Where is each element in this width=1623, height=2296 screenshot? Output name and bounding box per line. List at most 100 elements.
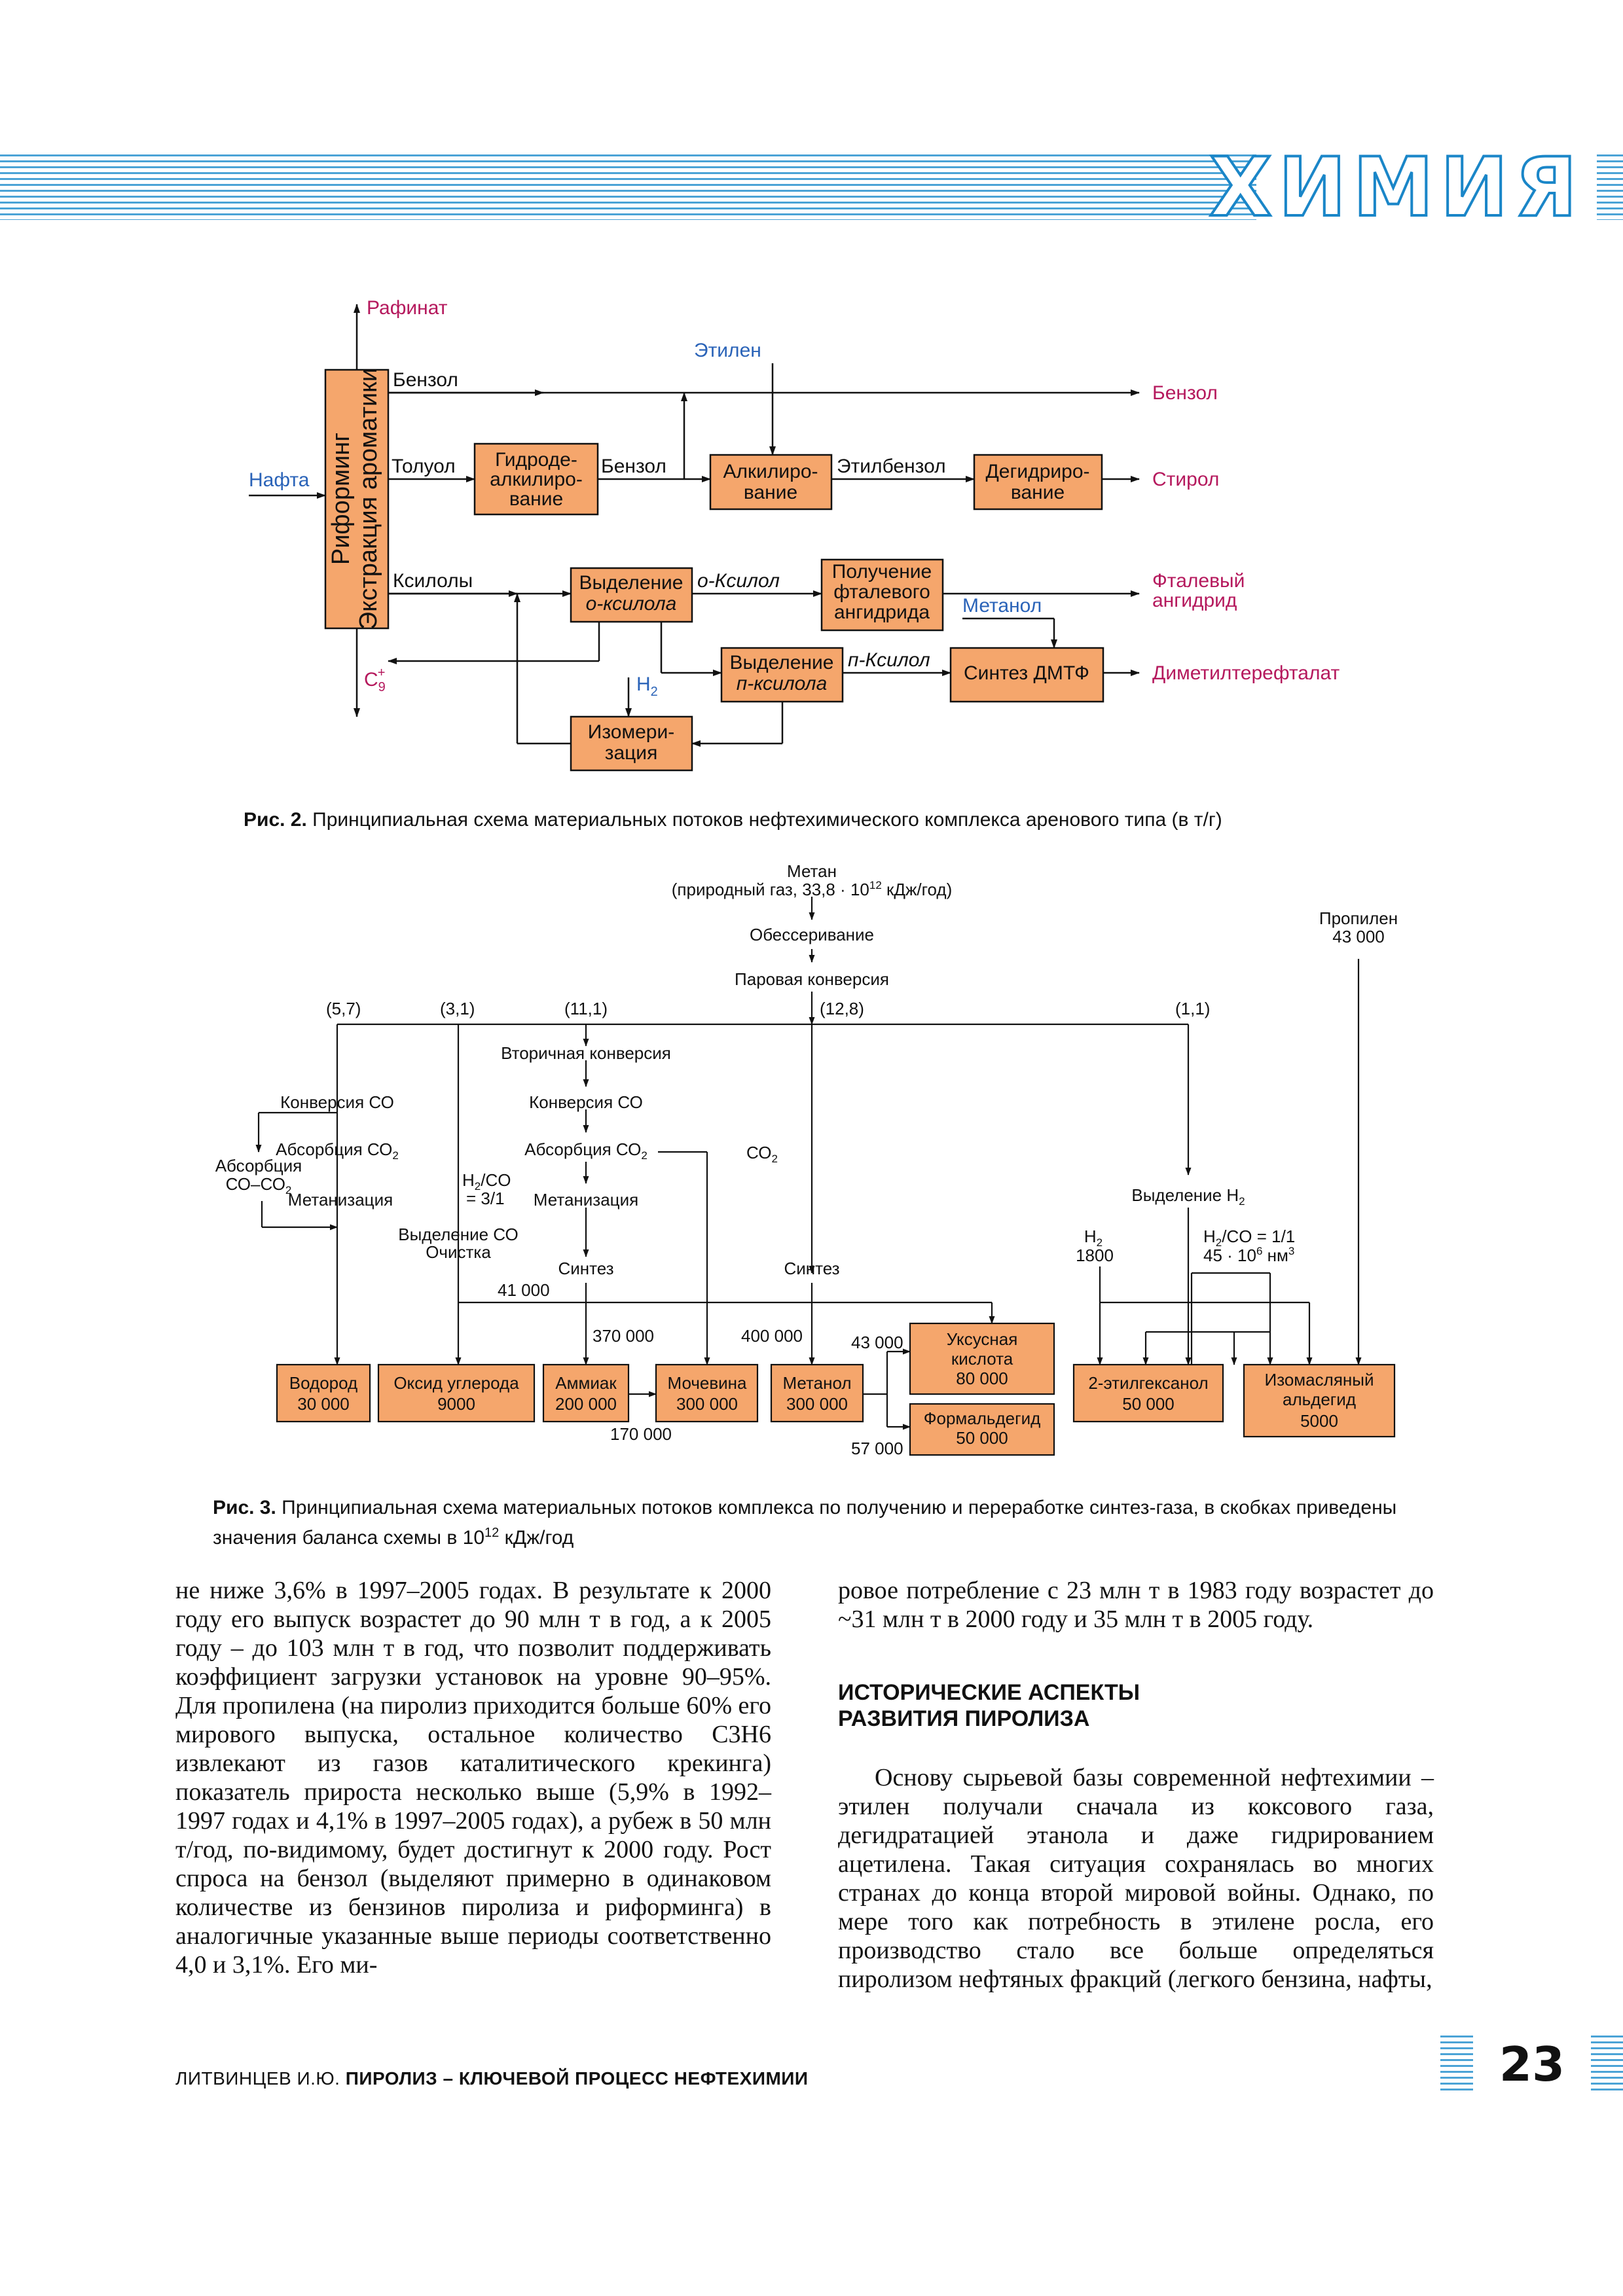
hydrogen-name: Водород — [289, 1373, 357, 1393]
co-conversion-left: Конверсия СО — [280, 1092, 394, 1112]
right-column: ровое потребление с 23 млн т в 1983 году… — [838, 1576, 1434, 1994]
figure-2-caption: Рис. 2. Принципиальная схема материальны… — [244, 808, 1422, 833]
header-title-backdrop — [1256, 154, 1597, 220]
h2-flow-label: H2 — [1084, 1227, 1103, 1249]
pxylene-sep-line2: п-ксилола — [737, 673, 828, 694]
flow-41000: 41 000 — [498, 1280, 550, 1300]
right-column-paragraph-2: Основу сырьевой базы современной нефтехи… — [838, 1764, 1434, 1993]
acetic-acid-value: 80 000 — [956, 1369, 1008, 1388]
ammonia-name: Аммиак — [555, 1373, 617, 1393]
ammonia-value: 200 000 — [555, 1394, 617, 1414]
hydrodealk-line1: Гидроде- — [495, 449, 577, 471]
methanation-middle: Метанизация — [534, 1190, 638, 1210]
isobutyraldehyde-name-2: альдегид — [1283, 1390, 1356, 1409]
pxylene-label: п-Ксилол — [848, 649, 930, 671]
benzene-output-label: Бензол — [1152, 382, 1218, 404]
footer-title: ПИРОЛИЗ – КЛЮЧЕВОЙ ПРОЦЕСС НЕФТЕХИМИИ — [345, 2068, 809, 2089]
h2-flow-value: 1800 — [1076, 1246, 1114, 1265]
h2co-3-line1: H2/CO — [462, 1170, 511, 1193]
ammonia-box — [542, 1363, 630, 1423]
balance-5: (1,1) — [1175, 999, 1210, 1018]
dmt-output-label: Диметилтерефталат — [1152, 662, 1340, 684]
balance-4: (12,8) — [820, 999, 864, 1018]
figure-3-diagram: Метан (природный газ, 33,8 · 1012 кДж/го… — [215, 861, 1398, 1458]
toluene-label: Толуол — [392, 456, 456, 477]
dehydrogenation-line1: Дегидриро- — [985, 461, 1089, 482]
flow-57000: 57 000 — [851, 1439, 903, 1458]
figure-3-caption-label: Рис. 3. — [213, 1497, 276, 1518]
hydrogen-value: 30 000 — [297, 1394, 350, 1414]
carbon-monoxide-box — [377, 1363, 536, 1423]
co-separation-label: Выделение СО — [398, 1225, 518, 1244]
reforming-line1: Риформинг — [327, 433, 355, 565]
methane-sub: (природный газ, 33,8 · 1012 кДж/год) — [672, 879, 953, 899]
section-title: ХИМИЯ — [1208, 141, 1584, 235]
isomerization-line1: Изомери- — [588, 721, 674, 743]
dmt-box-label: Синтез ДМТФ — [964, 662, 1089, 684]
h2co-3-line2: = 3/1 — [466, 1189, 505, 1208]
secondary-conversion-label: Вторичная конверсия — [501, 1043, 671, 1063]
dehydrogenation-box — [973, 454, 1103, 511]
oxylene-sep-line1: Выделение — [579, 572, 684, 594]
pxylene-sep-line1: Выделение — [730, 652, 834, 673]
phthalic-anhydride-box — [820, 558, 944, 632]
oxylene-separation-box — [570, 567, 693, 623]
acetic-acid-name-1: Уксусная — [947, 1329, 1018, 1349]
synthesis-right: Синтез — [784, 1259, 839, 1278]
phthalic-out-line1: Фталевый — [1152, 570, 1245, 592]
running-footer: ЛИТВИНЦЕВ И.Ю. ПИРОЛИЗ – КЛЮЧЕВОЙ ПРОЦЕС… — [175, 2068, 809, 2089]
xylenes-label: Ксилолы — [393, 570, 473, 592]
ethylhexanol-name: 2-этилгексанол — [1088, 1373, 1208, 1393]
methane-label: Метан — [787, 861, 837, 881]
figure-2-caption-label: Рис. 2. — [244, 809, 307, 831]
isobutyraldehyde-value: 5000 — [1300, 1411, 1338, 1431]
isobutyraldehyde-name-1: Изомасляный — [1265, 1370, 1374, 1390]
dehydrogenation-line2: вание — [1011, 482, 1065, 503]
methanol-name: Метанол — [782, 1373, 851, 1393]
co2-absorption-middle: Абсорбция СО2 — [524, 1139, 647, 1162]
flow-400000: 400 000 — [741, 1326, 803, 1346]
right-column-paragraph-1: ровое потребление с 23 млн т в 1983 году… — [838, 1577, 1434, 1633]
absorption-co-co2-line1: Абсорбция — [215, 1156, 302, 1175]
isomerization-line2: зация — [605, 742, 658, 764]
cleaning-label: Очистка — [426, 1242, 491, 1262]
h2co-11-line1: H2/CO = 1/1 — [1203, 1227, 1295, 1249]
balance-3: (11,1) — [564, 999, 608, 1018]
steam-conversion-label: Паровая конверсия — [735, 969, 889, 989]
methanol-value: 300 000 — [786, 1394, 848, 1414]
co-conversion-middle: Конверсия СО — [529, 1092, 643, 1112]
formaldehyde-value: 50 000 — [956, 1428, 1008, 1448]
hydrogen-box — [276, 1363, 371, 1423]
ethylene-label: Этилен — [694, 340, 761, 361]
co2-absorption-left: Абсорбция СО2 — [276, 1139, 399, 1162]
benzene-label: Бензол — [393, 369, 458, 391]
desulfurization-label: Обессеривание — [750, 925, 874, 944]
oxylene-label: о-Ксилол — [697, 570, 780, 592]
hydrodealkylation-box — [473, 442, 599, 516]
figure-3-caption-text: Принципиальная схема материальных потоко… — [213, 1497, 1397, 1549]
figure-3-caption-sup: 12 — [484, 1526, 500, 1540]
propylene-value: 43 000 — [1332, 927, 1385, 946]
urea-name: Мочевина — [668, 1373, 748, 1393]
flow-43000: 43 000 — [851, 1333, 903, 1352]
dmt-synthesis-box — [949, 647, 1104, 703]
methanation-left: Метанизация — [288, 1190, 393, 1210]
pxylene-separation-box — [720, 647, 844, 703]
hydrodealk-line2: алкилиро- — [490, 469, 583, 490]
balance-1: (5,7) — [326, 999, 361, 1018]
figure-2-diagram: Рафинат Нафта Бензол Этилен Бензол Толуо… — [249, 297, 1340, 772]
h2co-11-line2: 45 · 106 нм3 — [1203, 1245, 1294, 1265]
flow-170000: 170 000 — [610, 1424, 672, 1444]
left-column-text: не ниже 3,6% в 1997–2005 годах. В резуль… — [175, 1577, 771, 1979]
formaldehyde-box — [909, 1403, 1055, 1456]
isobutyraldehyde-box — [1243, 1363, 1396, 1438]
carbon-monoxide-name: Оксид углерода — [393, 1373, 519, 1393]
methanol-input-label: Метанол — [962, 595, 1042, 617]
phthalic-line2: фталевого — [833, 581, 930, 603]
left-column: не ниже 3,6% в 1997–2005 годах. В резуль… — [175, 1576, 771, 1979]
figure-2-caption-text: Принципиальная схема материальных потоко… — [312, 809, 1222, 831]
phthalic-line1: Получение — [832, 561, 932, 583]
h2-separation-label: Выделение H2 — [1131, 1185, 1245, 1208]
alkylation-line2: вание — [744, 482, 797, 503]
hydrodealk-line3: вание — [509, 488, 563, 510]
